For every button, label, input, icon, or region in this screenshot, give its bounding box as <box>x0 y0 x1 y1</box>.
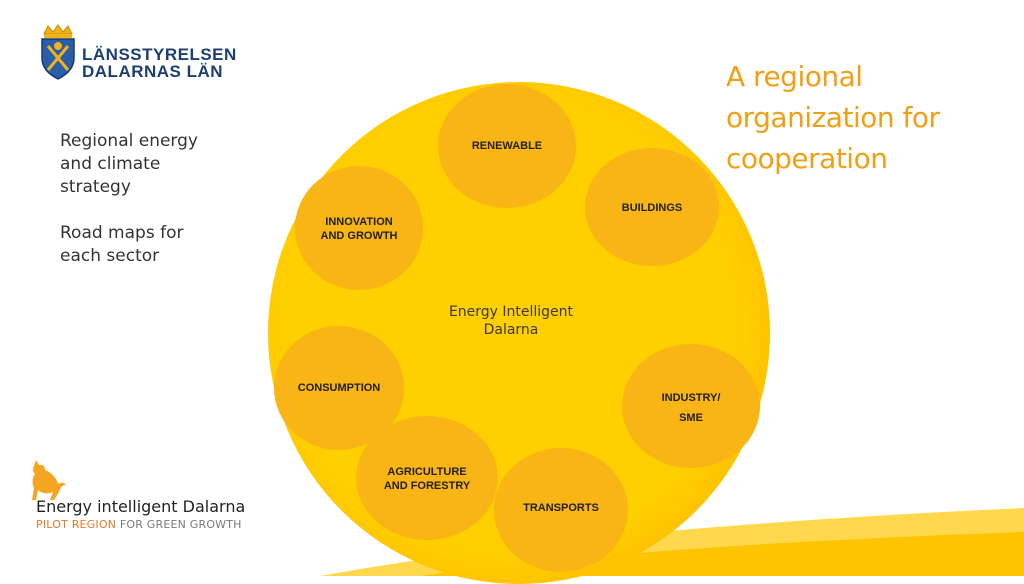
transports-text: TRANSPORTS <box>523 502 599 514</box>
slide-title: A regional organization for cooperation <box>726 60 940 175</box>
node-industry-circle <box>622 344 760 468</box>
energy-intelligent-dalarna-logo: Energy intelligent Dalarna PILOT REGION … <box>28 458 268 538</box>
industry-text-2: SME <box>679 412 703 424</box>
node-buildings-circle <box>585 148 719 266</box>
node-consumption-label: CONSUMPTION <box>274 381 404 395</box>
eid-subtitle: PILOT REGION FOR GREEN GROWTH <box>36 518 242 532</box>
eid-title: Energy intelligent Dalarna <box>36 497 246 516</box>
agriculture-text-2: AND FORESTRY <box>383 480 471 492</box>
node-buildings-label: BUILDINGS <box>585 201 719 215</box>
center-label-line-1: Energy Intelligent <box>448 304 574 320</box>
node-renewable-label: RENEWABLE <box>438 139 576 153</box>
roadmaps-text: Road maps for each sector <box>60 223 184 266</box>
node-agriculture-circle <box>356 416 498 540</box>
agriculture-text-1: AGRICULTURE <box>387 466 467 478</box>
node-renewable-circle <box>438 84 576 208</box>
logo-line-1: LÄNSSTYRELSEN <box>82 45 237 64</box>
eid-subtitle-pilot: PILOT REGION <box>36 518 117 531</box>
left-text-block: Regional energy and climate strategy Roa… <box>60 130 198 268</box>
lansstyrelsen-logo: LÄNSSTYRELSEN DALARNAS LÄN <box>36 24 236 80</box>
innovation-text-2: AND GROWTH <box>320 230 398 242</box>
strategy-text: Regional energy and climate strategy <box>60 131 198 197</box>
node-transports-label: TRANSPORTS <box>494 501 628 515</box>
node-innovation-circle <box>295 166 423 290</box>
eid-subtitle-rest: FOR GREEN GROWTH <box>116 518 242 531</box>
node-industry-label: INDUSTRY/ SME <box>622 388 760 428</box>
logo-line-2: DALARNAS LÄN <box>82 62 224 81</box>
node-transports-circle <box>494 448 628 572</box>
coat-of-arms-icon <box>41 24 75 80</box>
center-label: Energy Intelligent Dalarna <box>411 303 611 339</box>
leaping-cat-icon <box>32 460 66 500</box>
innovation-text-1: INNOVATION <box>325 216 393 228</box>
consumption-text: CONSUMPTION <box>297 382 381 394</box>
node-agriculture-label: AGRICULTURE AND FORESTRY <box>356 465 498 493</box>
node-innovation-label: INNOVATION AND GROWTH <box>295 215 423 243</box>
industry-text-1: INDUSTRY/ <box>661 392 721 404</box>
renewable-text: RENEWABLE <box>471 140 543 152</box>
buildings-text: BUILDINGS <box>621 202 683 214</box>
center-label-line-2: Dalarna <box>483 322 539 338</box>
